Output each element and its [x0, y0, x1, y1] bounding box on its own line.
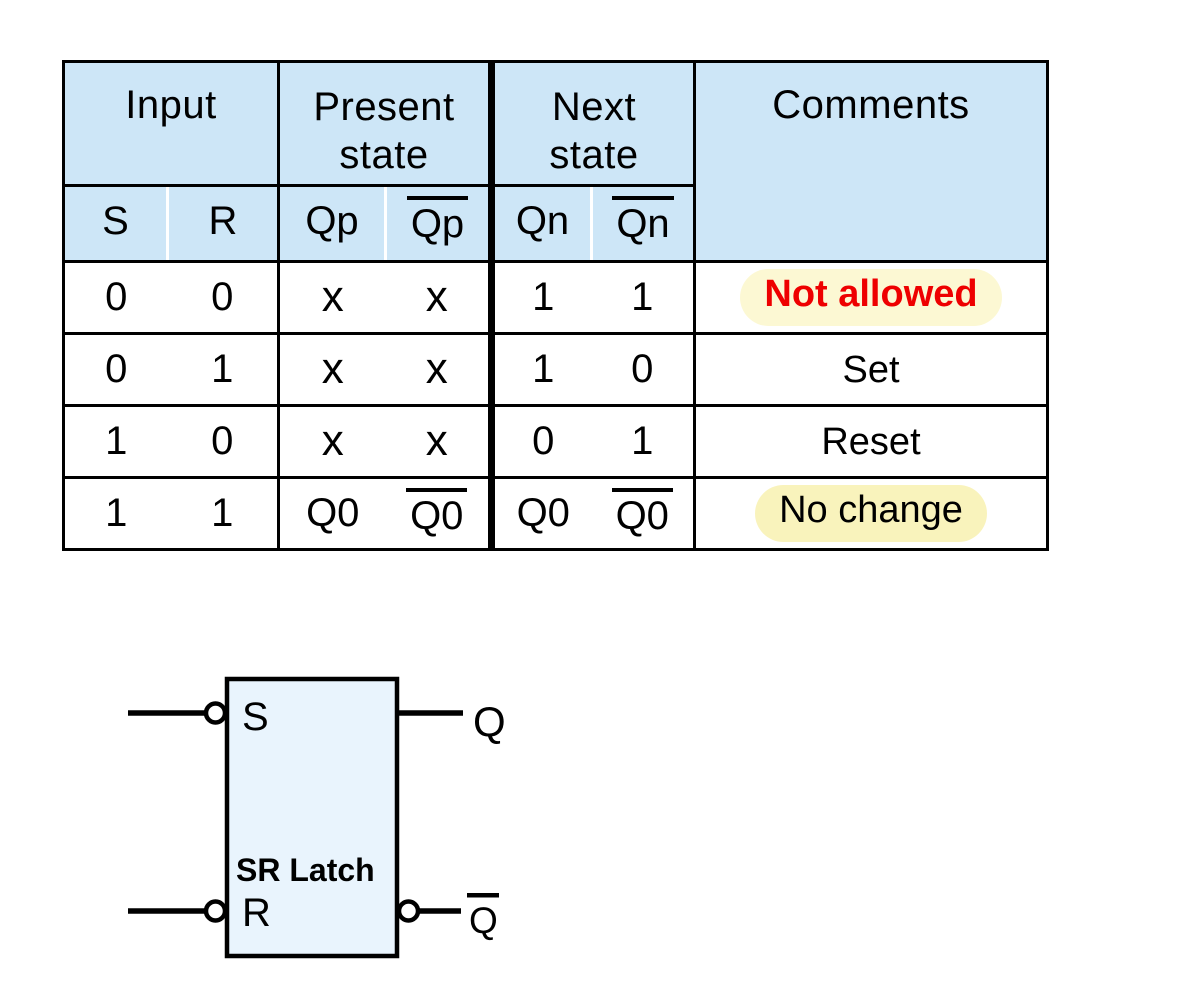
cell-s: 1	[63, 477, 168, 551]
cell-value: 0	[105, 275, 128, 319]
header-input: Input	[63, 61, 280, 187]
cell-qp: x	[278, 405, 386, 479]
cell-s: 0	[63, 333, 168, 407]
header-qn-bar: Qn	[591, 185, 696, 263]
table-row: 1 1 Q0 Q0 Q0 Q0 No change	[63, 477, 1048, 551]
header-qp-bar: Qp	[385, 185, 495, 263]
cell-qp-bar: x	[385, 405, 495, 479]
cell-value: Q0	[306, 491, 360, 535]
cell-value: Q0	[611, 488, 673, 537]
cell-comment: Not allowed	[694, 261, 1048, 335]
cell-qp-bar: x	[385, 333, 495, 407]
cell-comment: Reset	[694, 405, 1048, 479]
header-s: S	[63, 185, 169, 263]
cell-value: x	[321, 343, 344, 393]
block-label: SR Latch	[236, 852, 375, 888]
cell-value: 1	[631, 419, 654, 463]
cell-value: 0	[211, 275, 234, 319]
cell-value: 1	[211, 347, 234, 391]
s-inversion-bubble-icon	[203, 701, 228, 725]
cell-qp: Q0	[278, 477, 386, 551]
cell-value: 0	[105, 347, 128, 391]
cell-qn: 1	[491, 333, 592, 407]
cell-qn: 1	[491, 261, 592, 335]
cell-value: 1	[211, 491, 234, 535]
cell-value: 1	[105, 419, 128, 463]
header-qn-bar-label: Qn	[612, 196, 674, 245]
r-inversion-bubble-icon	[203, 899, 228, 923]
cell-s: 1	[63, 405, 168, 479]
latch-body	[224, 676, 400, 959]
cell-value: 1	[532, 275, 555, 319]
header-qp-bar-label: Qp	[406, 196, 469, 245]
cell-value: 1	[532, 347, 555, 391]
s-pin-label: S	[242, 695, 269, 739]
cell-r: 0	[167, 405, 280, 479]
cell-qp: x	[278, 333, 386, 407]
header-qn: Qn	[491, 185, 593, 263]
cell-comment: Set	[694, 333, 1048, 407]
cell-value: 0	[532, 419, 555, 463]
table-row: 0 1 x x 1 0 Set	[63, 333, 1048, 407]
header-present-state: Present state	[278, 61, 495, 187]
q-output-label: Q	[473, 698, 506, 745]
truth-table: Input Present state Next state Comments …	[62, 60, 1049, 551]
header-next-state: Next state	[491, 61, 696, 187]
qbar-inversion-bubble-icon	[396, 899, 421, 923]
header-r-label: R	[208, 199, 238, 243]
table-row: 1 0 x x 0 1 Reset	[63, 405, 1048, 479]
cell-value: 1	[631, 275, 654, 319]
cell-r: 0	[167, 261, 280, 335]
qbar-overline	[467, 893, 499, 898]
cell-value: x	[321, 271, 344, 321]
cell-qn-bar: 1	[591, 261, 696, 335]
comment-badge: No change	[755, 484, 987, 543]
cell-qp-bar: Q0	[385, 477, 495, 551]
cell-qn-bar: Q0	[591, 477, 696, 551]
cell-r: 1	[167, 333, 280, 407]
cell-r: 1	[167, 477, 280, 551]
cell-value: 0	[211, 419, 234, 463]
header-present-state-label: Present state	[313, 85, 455, 177]
cell-qp: x	[278, 261, 386, 335]
cell-value: Q0	[516, 491, 570, 535]
table-header-row-signals: S R Qp Qp Qn Qn	[63, 185, 1048, 263]
cell-value: x	[321, 415, 344, 465]
cell-value: x	[425, 343, 448, 393]
header-input-label: Input	[125, 83, 217, 127]
cell-value: x	[425, 415, 448, 465]
qbar-output-label: Q	[469, 900, 498, 941]
r-pin-label: R	[242, 891, 271, 935]
cell-qn-bar: 1	[591, 405, 696, 479]
sr-latch-diagram: S R SR Latch Q Q	[128, 676, 506, 959]
cell-qp-bar: x	[385, 261, 495, 335]
cell-value: x	[425, 271, 448, 321]
header-comments: Comments	[694, 61, 1048, 263]
cell-comment: No change	[694, 477, 1048, 551]
comment-badge: Not allowed	[740, 268, 1002, 327]
comment-text: Set	[842, 349, 900, 391]
header-s-label: S	[102, 199, 129, 243]
header-r: R	[167, 185, 280, 263]
cell-value: Q0	[406, 488, 468, 537]
table-row: 0 0 x x 1 1 Not allowed	[63, 261, 1048, 335]
comment-text: Reset	[821, 421, 921, 463]
header-qp: Qp	[278, 185, 387, 263]
cell-qn: 0	[491, 405, 592, 479]
cell-qn-bar: 0	[591, 333, 696, 407]
cell-value: 0	[631, 347, 654, 391]
table-header-row-groups: Input Present state Next state Comments	[63, 61, 1048, 263]
cell-value: 1	[105, 491, 128, 535]
header-next-state-label: Next state	[549, 85, 639, 177]
cell-s: 0	[63, 261, 168, 335]
cell-qn: Q0	[491, 477, 592, 551]
header-qn-label: Qn	[515, 199, 570, 243]
header-qp-label: Qp	[305, 199, 359, 243]
